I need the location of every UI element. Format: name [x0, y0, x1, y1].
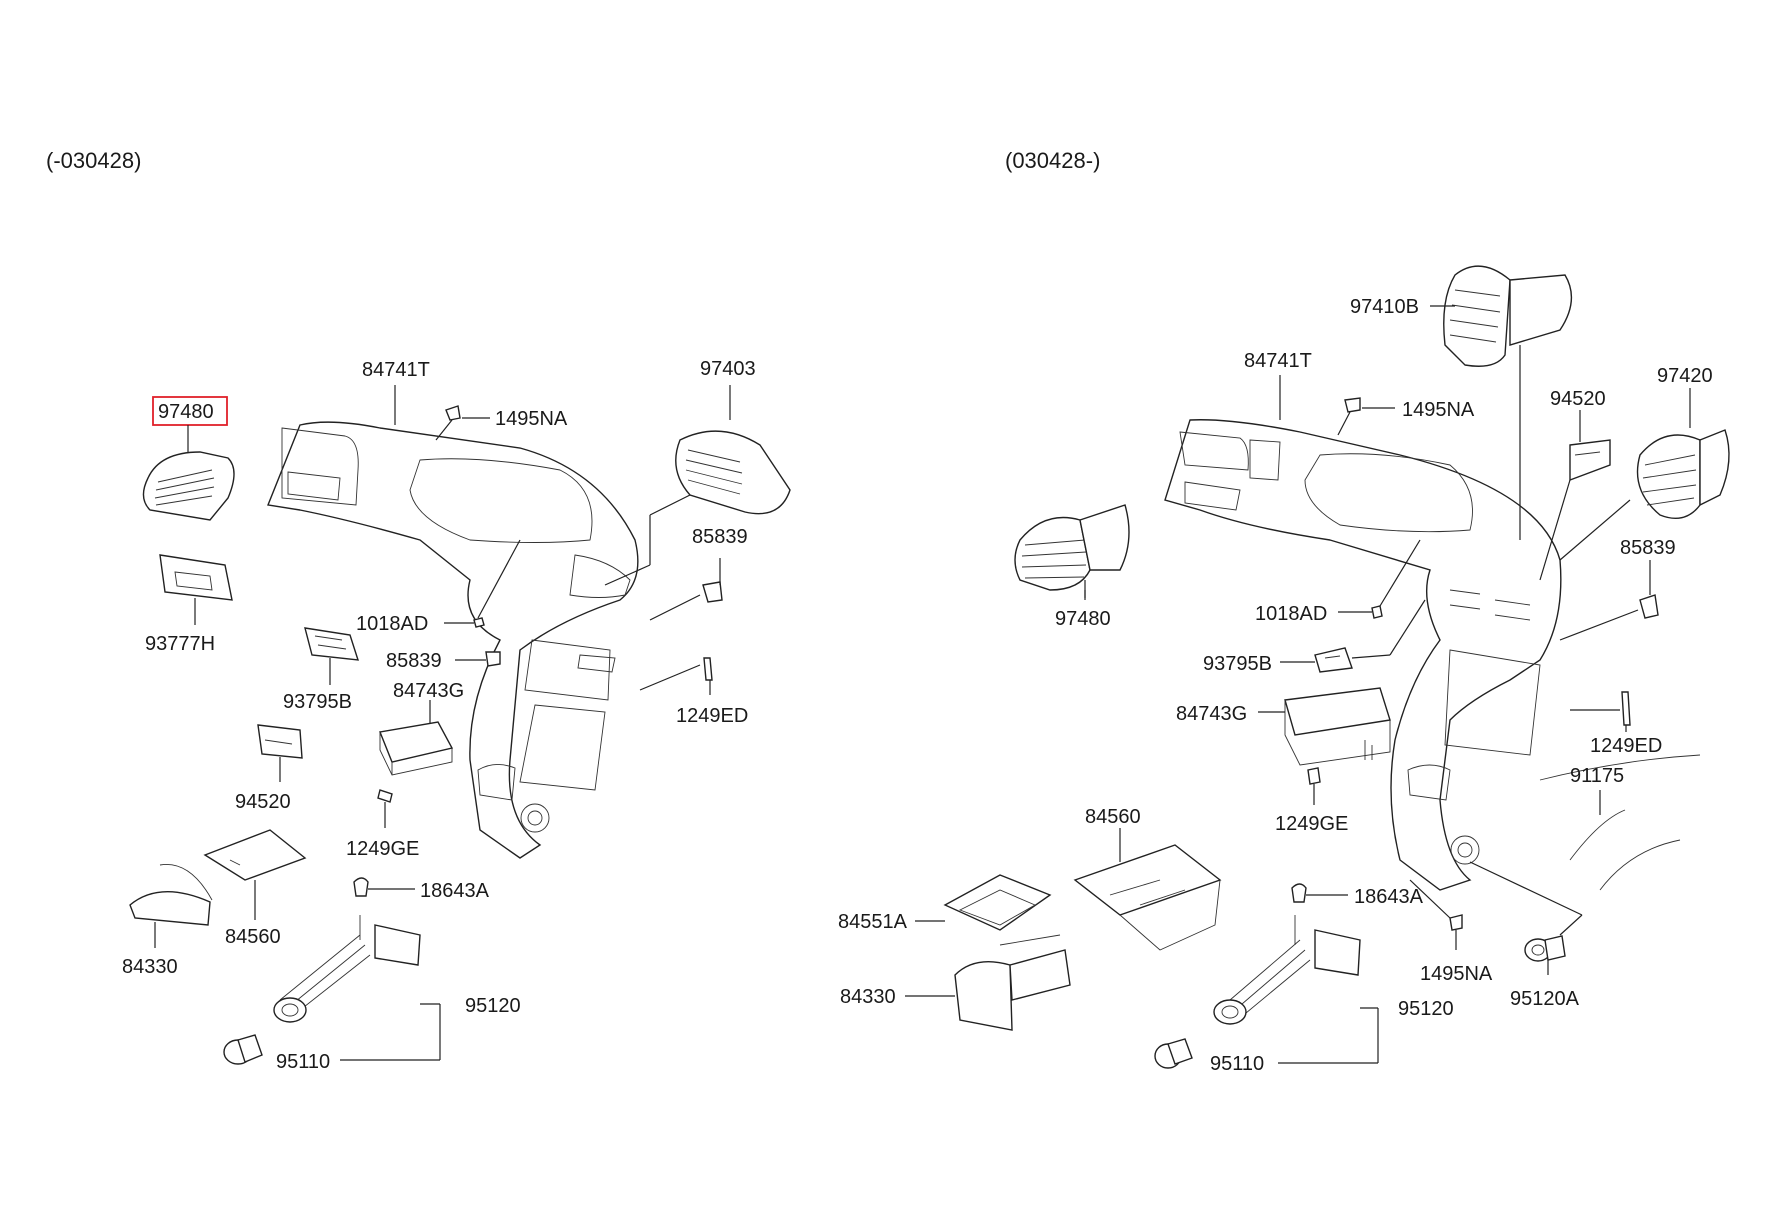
screw-1018AD-right — [1371, 605, 1383, 619]
bracket-94520-right — [1569, 439, 1611, 482]
screw-1018AD-left — [473, 617, 485, 628]
label-97410B[interactable]: 97410B — [1350, 296, 1419, 318]
vent-97420 — [1636, 429, 1730, 519]
label-1249GE-left[interactable]: 1249GE — [346, 838, 419, 860]
clip-85839a — [702, 581, 723, 603]
plug-95110-right — [1154, 1038, 1193, 1069]
label-97480-left[interactable]: 97480 — [158, 401, 214, 423]
label-1249ED-right[interactable]: 1249ED — [1590, 735, 1662, 757]
label-18643A-right[interactable]: 18643A — [1354, 886, 1424, 908]
label-93777H[interactable]: 93777H — [145, 633, 215, 655]
socket-95120A — [1524, 935, 1566, 962]
label-84743G-left[interactable]: 84743G — [393, 680, 464, 702]
label-84560-left[interactable]: 84560 — [225, 926, 281, 948]
screw-1249GE-right — [1307, 767, 1321, 785]
vent-97403 — [675, 430, 791, 515]
harness-91175 — [1539, 754, 1701, 891]
label-97403[interactable]: 97403 — [700, 358, 756, 380]
ashtray-84551A — [943, 874, 1052, 931]
bulb-18643A-left — [353, 877, 369, 897]
clip-1495NA-right — [1344, 397, 1361, 413]
label-85839a[interactable]: 85839 — [692, 526, 748, 548]
right-panel-title: (030428-) — [1005, 148, 1100, 173]
pocket-84743G-left — [379, 721, 454, 776]
highlight-box-97480 — [152, 396, 228, 426]
label-84743G-right[interactable]: 84743G — [1176, 703, 1247, 725]
vent-97480-right — [1014, 504, 1130, 591]
label-85839-right[interactable]: 85839 — [1620, 537, 1676, 559]
label-84741T-left[interactable]: 84741T — [362, 359, 430, 381]
label-84330-left[interactable]: 84330 — [122, 956, 178, 978]
label-1249GE-right[interactable]: 1249GE — [1275, 813, 1348, 835]
pocket-84743G-right — [1284, 687, 1391, 766]
label-18643A-left[interactable]: 18643A — [420, 880, 490, 902]
clip-85839b — [485, 651, 501, 667]
label-94520-right[interactable]: 94520 — [1550, 388, 1606, 410]
clip-1495NA-left — [445, 405, 461, 421]
screw-1249ED-right — [1621, 691, 1631, 726]
vent-97410B — [1443, 265, 1573, 367]
label-84560-right[interactable]: 84560 — [1085, 806, 1141, 828]
label-84330-right[interactable]: 84330 — [840, 986, 896, 1008]
tray-84330-right — [954, 934, 1071, 1031]
dash-fascia-84741T-right — [1164, 419, 1562, 891]
label-1018AD-right[interactable]: 1018AD — [1255, 603, 1327, 625]
label-1495NA-left[interactable]: 1495NA — [495, 408, 568, 430]
label-95110-left[interactable]: 95110 — [276, 1051, 330, 1073]
bulb-18643A-right — [1291, 883, 1307, 903]
clip-85839-right — [1639, 594, 1659, 619]
label-1249ED-left[interactable]: 1249ED — [676, 705, 748, 727]
screw-1249ED-left — [703, 657, 713, 681]
label-94520-left[interactable]: 94520 — [235, 791, 291, 813]
harness-95120-left — [273, 915, 421, 1023]
bracket-93795B-left — [304, 627, 359, 661]
bracket-84560-left — [203, 829, 307, 881]
label-93795B-right[interactable]: 93795B — [1203, 653, 1272, 675]
right-panel: (030428-) 97410B 84741T — [838, 148, 1730, 1075]
label-95120-left[interactable]: 95120 — [465, 995, 521, 1017]
left-panel: (-030428) 97480 93777H — [46, 148, 791, 1073]
left-panel-title: (-030428) — [46, 148, 141, 173]
label-1495NA-right[interactable]: 1495NA — [1402, 399, 1475, 421]
vent-97480-left — [142, 451, 235, 521]
label-93795B-left[interactable]: 93795B — [283, 691, 352, 713]
bracket-84560-right — [1073, 844, 1222, 951]
label-85839b[interactable]: 85839 — [386, 650, 442, 672]
bracket-94520-left — [257, 724, 303, 759]
label-1018AD-left[interactable]: 1018AD — [356, 613, 428, 635]
bracket-93795B-right — [1314, 647, 1353, 673]
tray-84330-left — [129, 863, 213, 926]
label-97420[interactable]: 97420 — [1657, 365, 1713, 387]
label-84741T-right[interactable]: 84741T — [1244, 350, 1312, 372]
plug-95110-left — [223, 1034, 263, 1065]
dash-fascia-84741T-left — [267, 421, 639, 859]
clip-1495NA2 — [1449, 914, 1463, 931]
label-97480-right[interactable]: 97480 — [1055, 608, 1111, 630]
label-95120-right[interactable]: 95120 — [1398, 998, 1454, 1020]
switch-93777H — [159, 554, 233, 601]
label-91175[interactable]: 91175 — [1570, 765, 1624, 787]
screw-1249GE-left — [377, 789, 393, 803]
label-95110-right[interactable]: 95110 — [1210, 1053, 1264, 1075]
label-1495NA2[interactable]: 1495NA — [1420, 963, 1493, 985]
harness-95120-right — [1213, 915, 1361, 1025]
label-84551A[interactable]: 84551A — [838, 911, 908, 933]
label-95120A[interactable]: 95120A — [1510, 988, 1580, 1010]
